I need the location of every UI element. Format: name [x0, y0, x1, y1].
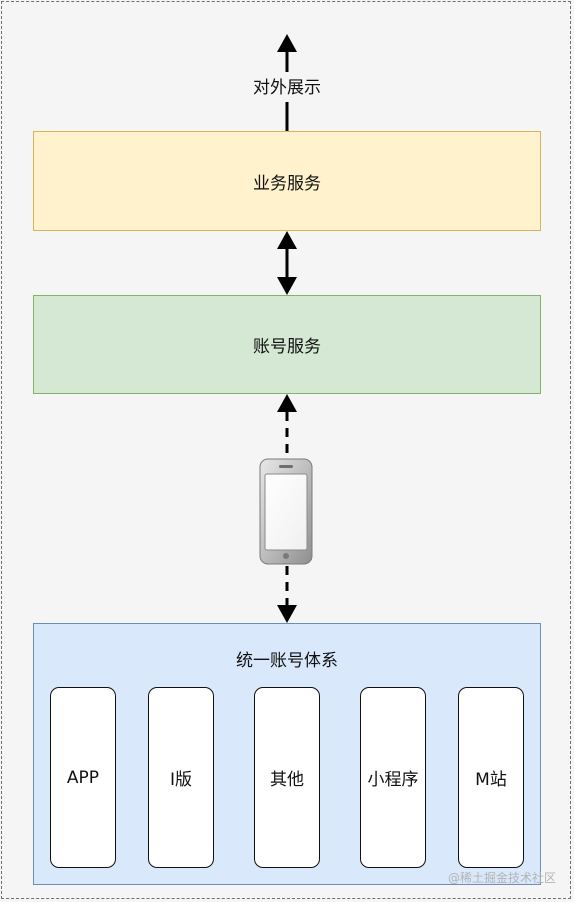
client-label: APP [66, 767, 100, 788]
arrow-device-to-account [277, 394, 297, 458]
business-service-label: 业务服务 [253, 173, 321, 194]
client-label: M站 [475, 770, 507, 790]
client-label: I版 [169, 770, 192, 790]
account-service-box: 账号服务 [33, 295, 541, 394]
arrow-business-to-export [277, 34, 297, 131]
client-other: 其他 [254, 687, 320, 868]
business-service-box: 业务服务 [33, 131, 541, 231]
arrow-business-account [277, 231, 297, 295]
arrow-device-to-unified [277, 566, 297, 623]
account-service-label: 账号服务 [253, 337, 321, 357]
client-mini-program: 小程序 [360, 687, 426, 868]
unified-account-title: 统一账号体系 [236, 651, 338, 671]
client-m-site: M站 [458, 687, 524, 868]
mobile-phone-icon [259, 458, 313, 565]
client-app: APP [50, 687, 116, 868]
export-label: 对外展示 [253, 78, 321, 98]
watermark: @稀土掘金技术社区 [447, 871, 556, 885]
client-label: 小程序 [367, 770, 419, 790]
client-label: 其他 [270, 770, 304, 790]
client-i-version: I版 [148, 687, 214, 868]
